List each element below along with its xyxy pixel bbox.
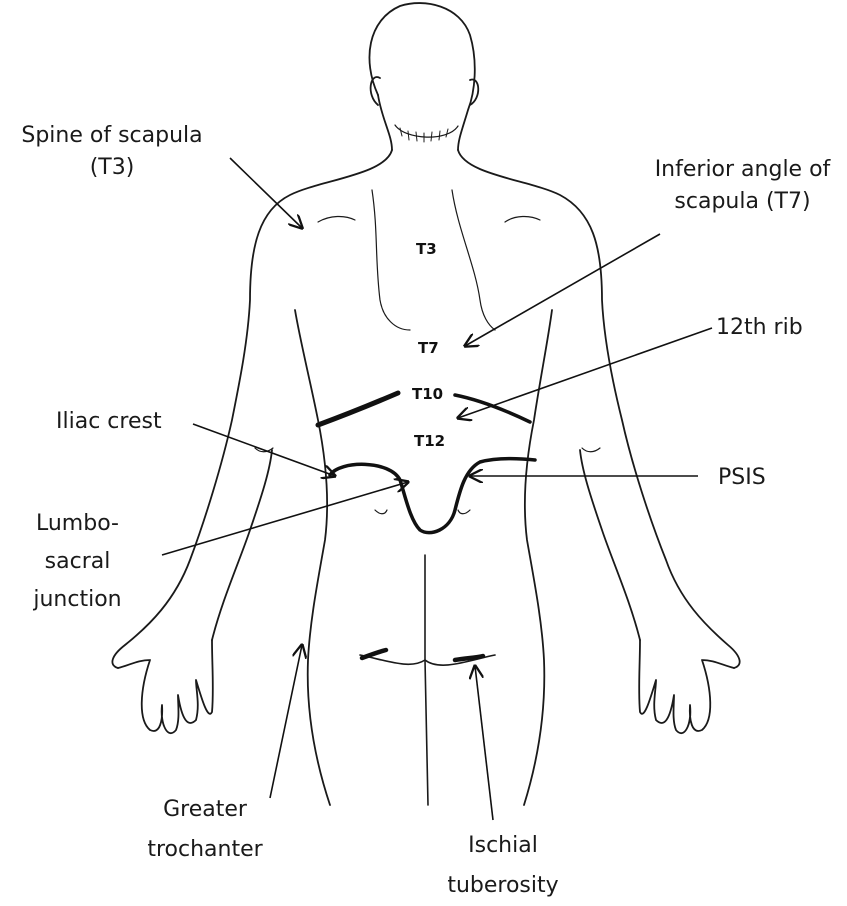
left-scapula	[372, 190, 410, 330]
label-12th-rib: 12th rib	[716, 312, 803, 344]
vertebra-t10-label: T10	[412, 385, 443, 403]
right-12th-rib-mark	[455, 395, 530, 422]
label-psis: PSIS	[718, 462, 766, 494]
arrow-inferior-angle	[465, 234, 660, 346]
right-hand	[639, 640, 734, 733]
right-torso	[524, 310, 552, 805]
head-left	[378, 95, 392, 150]
vertebra-t12-label: T12	[414, 432, 445, 450]
label-line: Greater	[130, 790, 280, 830]
left-12th-rib-mark	[318, 393, 398, 425]
label-spine-of-scapula: Spine of scapula (T3)	[4, 120, 220, 184]
left-torso	[295, 310, 330, 805]
gluteal-cleft	[425, 555, 428, 805]
label-line: Inferior angle of	[640, 154, 845, 186]
label-ischial-tuberosity: Ischial tuberosity	[438, 826, 568, 906]
label-line: Spine of scapula	[4, 120, 220, 152]
right-scapula	[452, 190, 495, 330]
label-line: junction	[10, 581, 145, 619]
label-inferior-angle: Inferior angle of scapula (T7)	[640, 154, 845, 218]
vertebra-t3-label: T3	[416, 240, 437, 258]
label-iliac-crest: Iliac crest	[56, 406, 162, 438]
vertebra-t7-label: T7	[418, 339, 439, 357]
left-inner-arm	[212, 450, 272, 640]
label-lumbosacral-junction: Lumbo- sacral junction	[10, 505, 145, 619]
arrow-lumbosacral	[162, 482, 408, 555]
label-line: scapula (T7)	[640, 186, 845, 218]
arrow-greater-trochanter	[270, 645, 302, 798]
label-line: PSIS	[718, 462, 766, 494]
arrow-ischial-tuberosity	[475, 666, 493, 820]
head-outline	[369, 3, 474, 150]
label-line: Lumbo-	[10, 505, 145, 543]
label-line: Ischial	[438, 826, 568, 866]
label-line: (T3)	[4, 152, 220, 184]
label-line: tuberosity	[438, 866, 568, 906]
label-line: sacral	[10, 543, 145, 581]
hairline	[395, 125, 458, 137]
label-greater-trochanter: Greater trochanter	[130, 790, 280, 870]
right-inner-arm	[580, 450, 640, 640]
label-line: Iliac crest	[56, 406, 162, 438]
label-line: 12th rib	[716, 312, 803, 344]
label-line: trochanter	[130, 830, 280, 870]
arrow-12th-rib	[458, 328, 712, 418]
left-ischial-mark	[362, 650, 386, 658]
left-hand	[118, 640, 213, 733]
arrow-iliac-crest	[193, 424, 335, 476]
